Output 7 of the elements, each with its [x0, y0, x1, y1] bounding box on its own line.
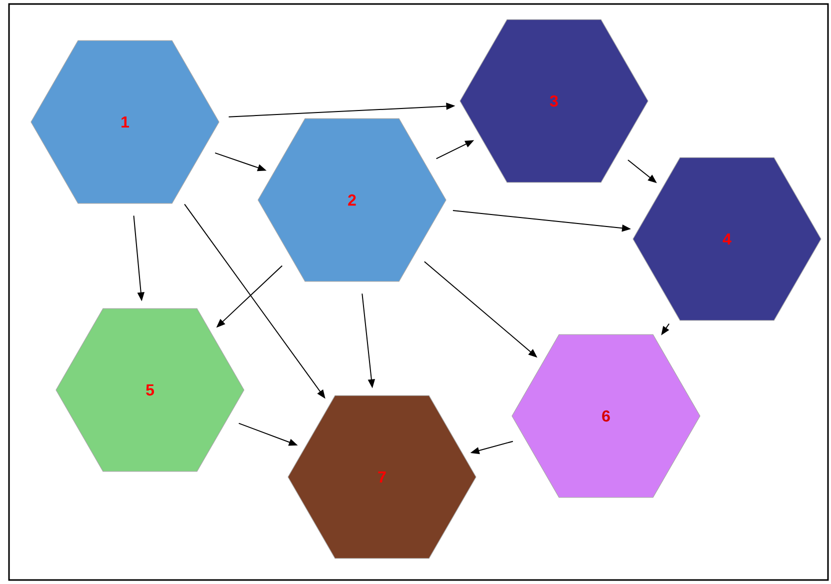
hexagon-node: 7	[288, 395, 476, 559]
hexagon-node: 4	[632, 157, 822, 321]
hexagon-node: 1	[30, 40, 220, 204]
hexagon-node: 2	[258, 118, 446, 282]
hexagon-node: 5	[56, 308, 244, 472]
hexagon-node: 3	[460, 19, 648, 183]
hexagon-node: 6	[512, 334, 700, 498]
